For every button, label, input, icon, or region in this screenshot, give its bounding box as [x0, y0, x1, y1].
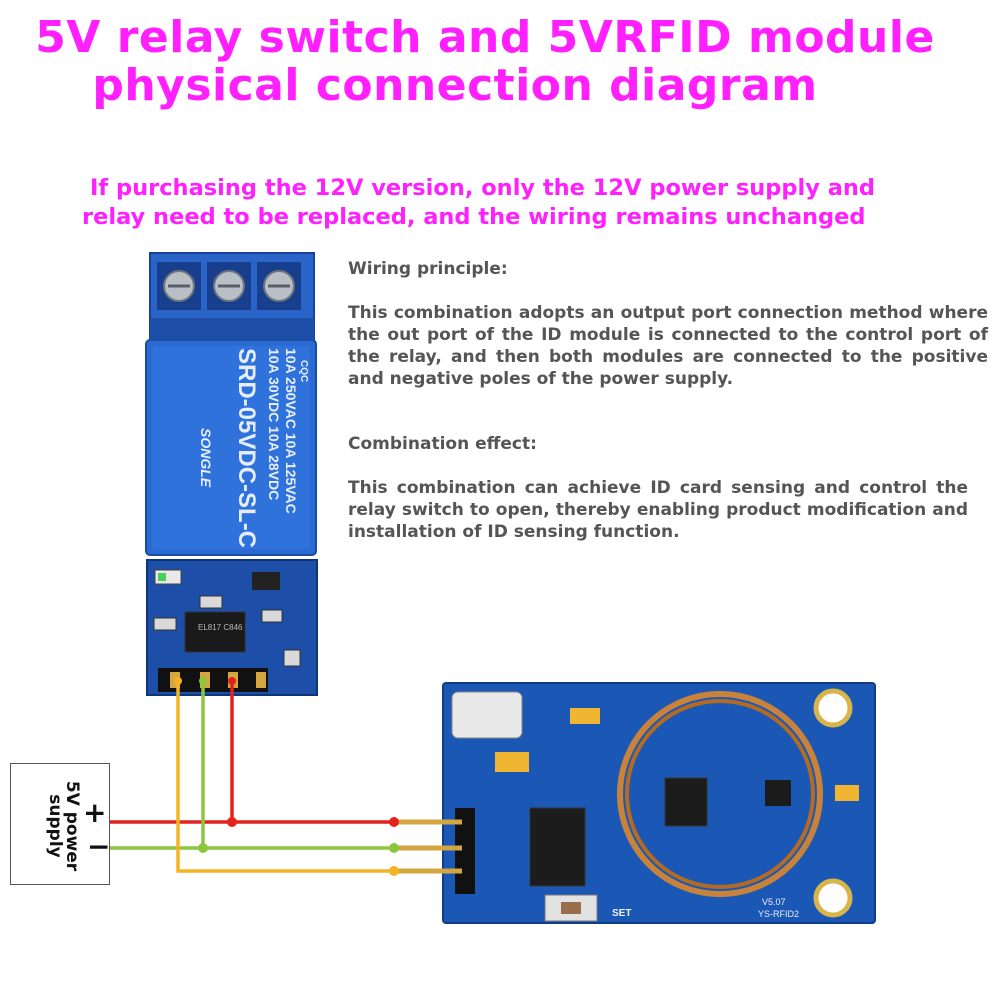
effect-heading: Combination effect:: [348, 434, 537, 454]
relay-markings: 10A 250VAC 10A 125VAC 10A 30VDC 10A 28VD…: [198, 348, 309, 548]
power-supply-plus: +: [83, 796, 107, 829]
rfid-transistor: [765, 780, 791, 806]
mount-hole-bottom: [813, 878, 853, 918]
power-supply-box: 5V power supply + −: [10, 763, 110, 885]
optocoupler-label: EL817 C846: [198, 623, 243, 632]
set-label: SET: [612, 908, 631, 919]
relay-pin-4: [256, 672, 266, 688]
terminal-dot-positive: [389, 817, 399, 827]
rfid-ic-main: [529, 807, 586, 887]
resistor-r5: [199, 595, 223, 609]
relay-model: SRD-05VDC-SL-C: [233, 348, 260, 548]
junction-positive: [227, 817, 237, 827]
wiring-body-text: This combination adopts an output port c…: [348, 303, 988, 389]
relay-pin-dot-signal: [174, 677, 182, 685]
antenna-coil-inner: [625, 699, 815, 889]
transistor: [252, 572, 280, 590]
relay-pin-dot-negative: [199, 677, 207, 685]
relay-module: 10A 250VAC 10A 125VAC 10A 30VDC 10A 28VD…: [145, 252, 318, 696]
wires: [110, 684, 392, 873]
rfid-board-label: YS-RFID2: [758, 909, 799, 919]
effect-body: This combination can achieve ID card sen…: [348, 477, 968, 543]
jumper-p1: [283, 649, 301, 667]
rfid-ic-secondary: [664, 777, 708, 827]
terminal-block-base: [150, 318, 314, 342]
terminal-screw-3: [257, 262, 301, 310]
resistor-r1: [153, 617, 177, 631]
rfid-crystal: [451, 691, 523, 739]
set-button-cap[interactable]: [561, 902, 581, 914]
page-title-line2: physical connection diagram: [92, 60, 818, 111]
wire-positive-relay: [230, 684, 392, 824]
relay-pin-dot-positive: [228, 677, 236, 685]
relay-rating-1: 10A 250VAC 10A 125VAC: [283, 348, 299, 514]
terminal-screw-1: [157, 262, 201, 310]
version-note-line2: relay need to be replaced, and the wirin…: [82, 204, 866, 230]
power-supply-minus: −: [87, 830, 111, 863]
version-note-line1: If purchasing the 12V version, only the …: [90, 175, 876, 201]
wire-signal: [176, 684, 392, 873]
relay-rating-2: 10A 30VDC 10A 28VDC: [266, 348, 282, 500]
relay-brand: SONGLE: [198, 428, 214, 488]
optocoupler: [184, 611, 246, 653]
effect-body-text: This combination can achieve ID card sen…: [348, 478, 968, 542]
capacitor-yellow-3: [835, 785, 859, 801]
relay-cqc: CQC: [298, 360, 309, 382]
mount-hole-top: [813, 688, 853, 728]
resistor-d3: [261, 609, 283, 623]
capacitor-yellow-1: [495, 752, 529, 772]
page-title-line1: 5V relay switch and 5VRFID module: [35, 12, 935, 63]
rfid-module: SET V5.07 YS-RFID2: [398, 682, 876, 924]
terminal-dot-negative: [389, 843, 399, 853]
wiring-body: This combination adopts an output port c…: [348, 302, 988, 390]
antenna-coil-outer: [617, 691, 823, 897]
terminal-dot-signal: [389, 866, 399, 876]
power-supply-label: 5V power supply: [45, 780, 82, 872]
relay-body-top: [152, 346, 310, 549]
terminal-screw-2: [207, 262, 251, 310]
led-d1-light: [158, 573, 166, 581]
capacitor-yellow-2: [570, 708, 600, 724]
rfid-version: V5.07: [762, 897, 786, 907]
wiring-heading: Wiring principle:: [348, 259, 508, 279]
junction-negative: [198, 843, 208, 853]
